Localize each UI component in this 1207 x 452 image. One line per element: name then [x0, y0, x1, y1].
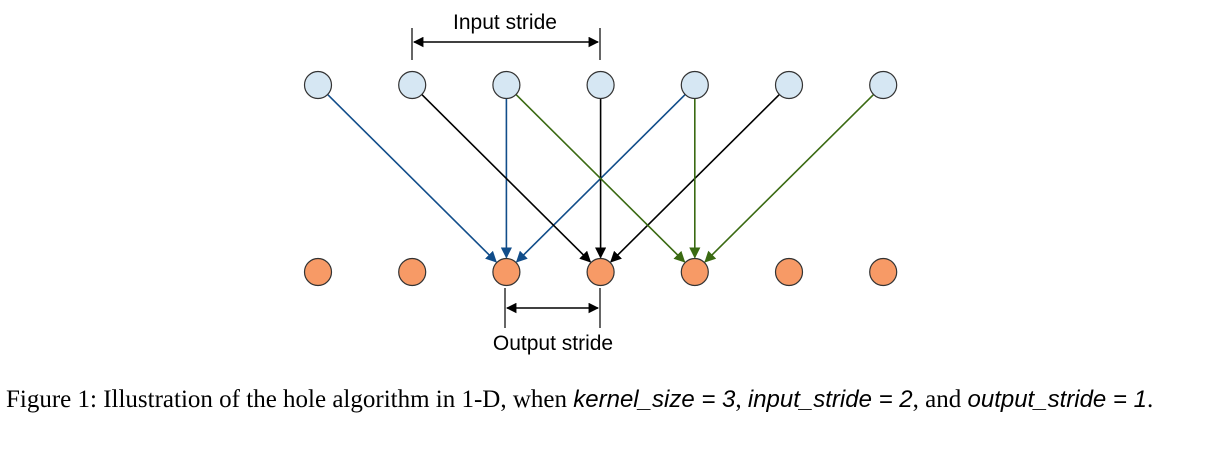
- caption-input-stride: input_stride = 2: [747, 386, 913, 413]
- output-node-6: [869, 257, 898, 287]
- output-node-2: [492, 257, 521, 287]
- input-node-6: [869, 70, 898, 100]
- output-stride-label: Output stride: [493, 332, 613, 355]
- output-node-1: [398, 257, 427, 287]
- caption-sep1: ,: [735, 386, 742, 413]
- figure-caption: Figure 1: Illustration of the hole algor…: [6, 383, 1196, 416]
- output-node-3: [586, 257, 615, 287]
- input-nodes: [303, 70, 898, 100]
- edge-input-0-to-output-2: [325, 92, 497, 263]
- caption-sep2: , and: [912, 386, 962, 413]
- input-stride-indicator: Input stride: [411, 11, 601, 60]
- hole-algorithm-diagram: Input stride Output stride: [303, 11, 898, 355]
- edge-input-5-to-output-3: [610, 92, 782, 263]
- input-node-5: [774, 70, 804, 100]
- input-node-2: [492, 70, 521, 100]
- edge-input-6-to-output-4: [704, 92, 876, 263]
- connection-edges: [325, 92, 876, 263]
- caption-output-stride: output_stride = 1: [967, 386, 1147, 413]
- output-node-5: [774, 257, 804, 287]
- output-nodes: [303, 257, 898, 287]
- input-node-1: [398, 70, 427, 100]
- edge-input-2-to-output-4: [513, 92, 686, 263]
- caption-kernel-size: kernel_size = 3: [573, 386, 736, 413]
- output-node-0: [303, 257, 333, 287]
- edge-input-4-to-output-2: [515, 92, 688, 263]
- input-node-4: [680, 70, 709, 100]
- input-node-3: [586, 70, 615, 100]
- output-node-4: [680, 257, 709, 287]
- input-node-0: [303, 70, 333, 100]
- input-stride-label: Input stride: [453, 11, 557, 34]
- caption-suffix: .: [1146, 386, 1154, 413]
- edge-input-1-to-output-3: [419, 92, 592, 263]
- output-stride-indicator: Output stride: [493, 288, 613, 355]
- caption-prefix: Figure 1: Illustration of the hole algor…: [6, 386, 568, 413]
